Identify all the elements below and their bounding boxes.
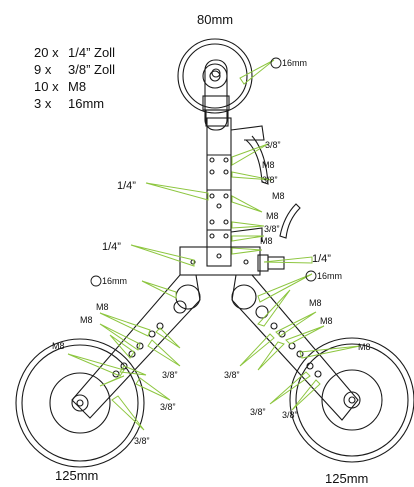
center-column	[206, 117, 232, 267]
sixteen-mm-callout-top	[239, 59, 275, 85]
right-arm	[231, 274, 359, 421]
callout-3-8-left-3: 3/8”	[134, 436, 150, 446]
callout-m8-right-2: M8	[320, 316, 333, 326]
callout-3-8-a: 3/8”	[265, 140, 281, 150]
callout-m8-right-1: M8	[309, 298, 322, 308]
callout-m8-c: M8	[266, 211, 279, 221]
callout-m8-a: M8	[262, 160, 275, 170]
spec-row: 9 x 3/8” Zoll	[34, 61, 115, 78]
callout-3-8-c: 3/8”	[264, 224, 280, 234]
cross-block	[179, 246, 285, 276]
callout-3-8-right-3: 3/8”	[282, 410, 298, 420]
spec-count: 3 x	[34, 96, 52, 111]
bottom-right-wheel	[289, 337, 414, 463]
spec-size: 3/8” Zoll	[68, 62, 115, 77]
spec-row: 10 x M8	[34, 78, 115, 95]
callout-3-8-right-2: 3/8”	[250, 407, 266, 417]
callout-3-8-right-1: 3/8”	[224, 370, 240, 380]
spec-count: 9 x	[34, 62, 52, 77]
callout-16mm-top: 16mm	[282, 58, 307, 68]
sixteen-mm-callout-right	[257, 273, 313, 303]
spec-list: 20 x 1/4” Zoll 9 x 3/8” Zoll 10 x M8 3 x…	[34, 44, 115, 112]
lock-lever-lower	[230, 203, 301, 242]
callout-m8-d: M8	[260, 236, 273, 246]
callout-m8-b: M8	[272, 191, 285, 201]
callout-m8-left-2: M8	[80, 315, 93, 325]
bottom-right-wheel-label: 125mm	[325, 471, 369, 486]
callout-m8-right-3: M8	[358, 342, 371, 352]
callout-m8-left-3: M8	[52, 341, 65, 351]
spec-row: 3 x 16mm	[34, 95, 115, 112]
callout-16mm-left: 16mm	[102, 276, 127, 286]
quarter-inch-callout-upper	[145, 182, 209, 201]
callout-markers	[67, 59, 361, 431]
top-wheel	[177, 38, 253, 114]
callout-3-8-b: 3/8”	[262, 175, 278, 185]
callout-quarter-upper: 1/4”	[117, 180, 136, 192]
callout-16mm-right: 16mm	[317, 271, 342, 281]
sixteen-mm-callout-left	[141, 280, 177, 299]
spec-size: M8	[68, 79, 87, 94]
callout-quarter-lower: 1/4”	[102, 241, 121, 253]
quarter-inch-callout-lower	[130, 244, 195, 267]
quarter-inch-callout-right	[263, 256, 313, 264]
bottom-left-wheel-label: 125mm	[55, 468, 99, 483]
callout-3-8-left-2: 3/8”	[160, 402, 176, 412]
callout-quarter-right: 1/4”	[312, 253, 331, 265]
bottom-left-wheel	[15, 338, 145, 468]
spec-size: 16mm	[68, 96, 105, 111]
top-wheel-label: 80mm	[197, 12, 234, 27]
callout-3-8-left-1: 3/8”	[162, 370, 178, 380]
spec-size: 1/4” Zoll	[68, 45, 115, 60]
three-eighths-callout-1	[231, 143, 269, 166]
spec-row: 20 x 1/4” Zoll	[34, 44, 115, 61]
spec-count: 20 x	[34, 45, 59, 60]
callout-m8-left-1: M8	[96, 302, 109, 312]
spec-count: 10 x	[34, 79, 59, 94]
